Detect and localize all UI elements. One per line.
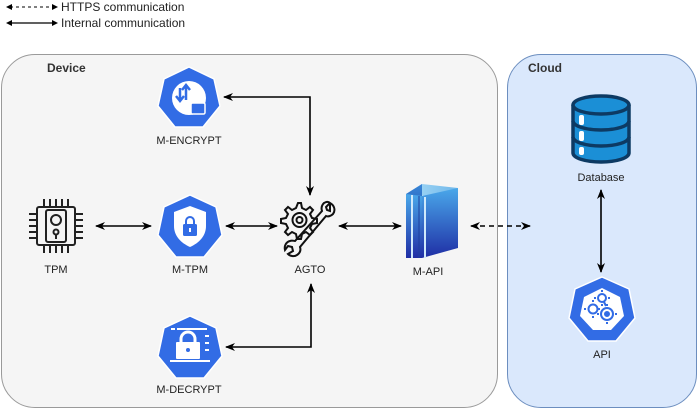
heptagon-gears-icon (568, 276, 636, 342)
tpm-label: TPM (44, 264, 68, 276)
agto-label: AGTO (294, 264, 326, 276)
cloud-title: Cloud (528, 61, 562, 75)
device-title: Device (47, 61, 86, 75)
database-label: Database (577, 172, 625, 184)
gear-wrench-icon (280, 200, 336, 258)
solid-arrow-icon (6, 20, 58, 26)
m-api-label: M-API (412, 266, 444, 278)
m-encrypt-label: M-ENCRYPT (156, 135, 222, 147)
heptagon-arrows-lock-icon (157, 66, 221, 128)
chip-icon (29, 199, 83, 253)
legend-label: HTTPS communication (61, 0, 185, 14)
database-icon (571, 94, 631, 164)
legend-internal: Internal communication (6, 16, 185, 30)
server-tower-icon (406, 184, 458, 258)
heptagon-lock-icon (157, 315, 223, 379)
dashed-arrow-icon (6, 4, 58, 10)
legend-https: HTTPS communication (6, 0, 184, 14)
m-tpm-label: M-TPM (171, 264, 209, 276)
legend-label: Internal communication (61, 16, 186, 30)
heptagon-shield-lock-icon (157, 194, 223, 258)
api-label: API (593, 349, 611, 361)
m-decrypt-label: M-DECRYPT (156, 384, 222, 396)
